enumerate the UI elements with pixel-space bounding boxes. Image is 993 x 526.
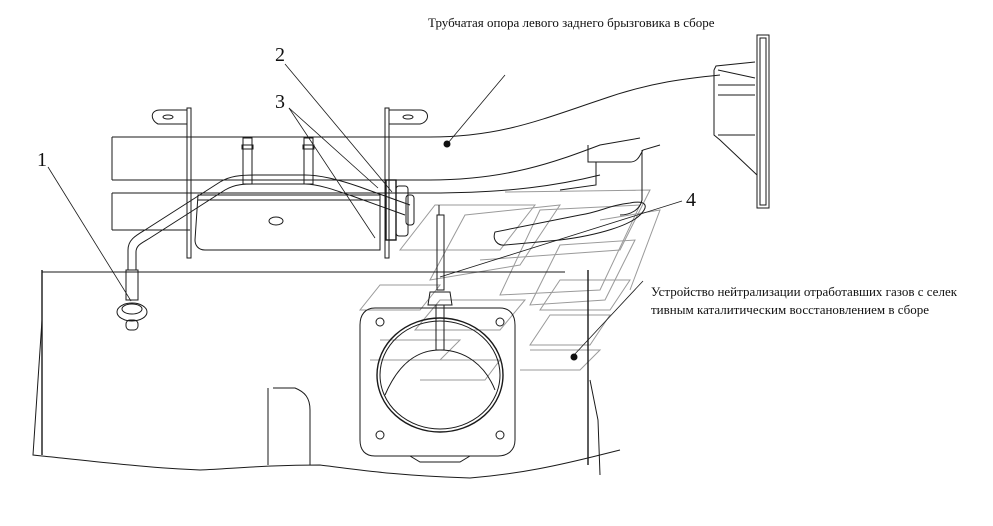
leader-4 bbox=[439, 200, 683, 278]
caption-scr-device-line2: тивным каталитическим восстановлением в … bbox=[651, 302, 930, 317]
leader-dot-support bbox=[443, 140, 451, 148]
mounting-plates bbox=[151, 107, 428, 259]
tubular-support bbox=[111, 74, 721, 231]
watermark-logo bbox=[358, 189, 661, 381]
leader-scr bbox=[573, 280, 644, 356]
leader-dot-scr bbox=[570, 353, 578, 361]
leader-support bbox=[447, 74, 506, 144]
leader-lines bbox=[47, 63, 683, 361]
leader-2 bbox=[284, 63, 393, 193]
caption-mudguard-support: Трубчатая опора левого заднего брызговик… bbox=[428, 15, 715, 30]
heat-shield bbox=[493, 201, 646, 246]
scr-device-housing bbox=[32, 270, 621, 479]
canister bbox=[194, 179, 415, 251]
outlet-flange bbox=[359, 307, 516, 463]
leader-1 bbox=[47, 166, 132, 302]
callout-2: 2 bbox=[275, 44, 285, 66]
leader-3a bbox=[288, 107, 379, 189]
caption-scr-device-line1: Устройство нейтрализации отработавших га… bbox=[651, 284, 958, 299]
end-flange bbox=[713, 34, 770, 209]
sensor-1 bbox=[116, 269, 148, 331]
callout-4: 4 bbox=[686, 189, 696, 211]
callout-1: 1 bbox=[37, 149, 47, 171]
leader-3b bbox=[288, 107, 376, 239]
callout-3: 3 bbox=[275, 91, 285, 113]
